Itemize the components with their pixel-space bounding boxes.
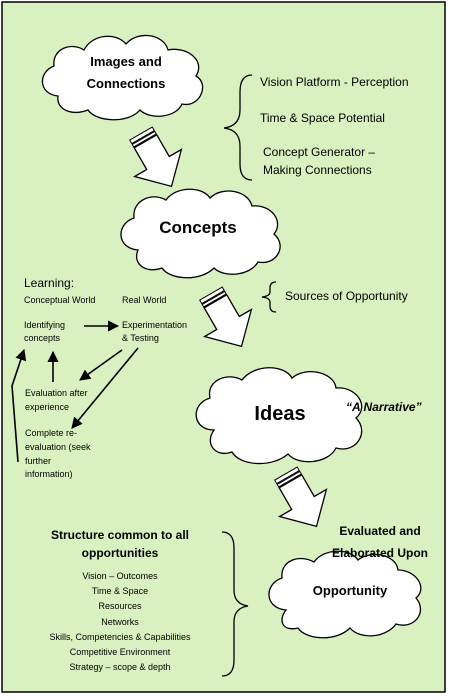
cloud-images-line2: Connections (86, 75, 166, 91)
structure-title: Structure common to all opportunities (30, 528, 210, 561)
top-item-concept-generator: Concept Generator – (263, 145, 376, 159)
experimentation-line1: Experimentation (122, 320, 188, 330)
brace-top (223, 74, 253, 181)
cloud-concepts-label: Concepts (159, 218, 237, 237)
structure-item: Vision – Outcomes (82, 571, 158, 581)
arrow-complete-to-identify (11, 348, 27, 463)
experimentation-testing: Experimentation & Testing (122, 320, 187, 344)
cloud-ideas-label: Ideas (254, 403, 306, 425)
top-item-time-space: Time & Space Potential (260, 111, 385, 125)
evaluation-after-experience: Evaluation after experience (25, 388, 88, 413)
evaluated-line2: Elaborated Upon (331, 546, 428, 561)
structure-item: Skills, Competencies & Capabilities (49, 631, 191, 642)
identifying-line1: Identifying (24, 320, 66, 330)
arrow-experiment-to-evaluation (79, 349, 123, 381)
evaluated-line1: Evaluated and (339, 524, 421, 538)
identifying-line2: concepts (24, 332, 61, 343)
cloud-images-label: Images and Connections (70, 54, 182, 91)
learning-title: Learning: (24, 276, 75, 290)
structure-item: Strategy – scope & depth (69, 662, 171, 673)
structure-item: Networks (101, 616, 139, 627)
evaluation-line2: experience (25, 401, 70, 412)
complete-line4: information) (25, 469, 73, 480)
cloud-concepts (120, 188, 281, 279)
complete-reevaluation: Complete re- evaluation (seek further in… (25, 428, 91, 480)
arrow-experiment-to-complete (71, 347, 139, 429)
cloud-images-line1: Images and (90, 54, 162, 69)
experimentation-line2: & Testing (122, 332, 159, 343)
cloud-ideas (195, 367, 363, 465)
complete-line1: Complete re- (25, 428, 78, 438)
evaluation-line1: Evaluation after (25, 388, 88, 398)
cloud-opportunity (268, 550, 422, 639)
real-world: Real World (122, 295, 167, 305)
brace-sources (261, 281, 277, 313)
complete-line3: further (25, 455, 52, 466)
structure-title-line2: opportunities (81, 546, 159, 561)
complete-line2: evaluation (seek (25, 441, 91, 452)
identifying-concepts: Identifying concepts (24, 320, 65, 344)
evaluated-label: Evaluated and Elaborated Upon (320, 524, 440, 561)
cloud-opportunity-label: Opportunity (312, 583, 388, 598)
structure-item: Time & Space (91, 586, 149, 597)
structure-item: Resources (98, 601, 142, 612)
structure-item: Competitive Environment (69, 647, 171, 658)
structure-title-line1: Structure common to all (50, 528, 190, 542)
brace-structure (221, 531, 249, 677)
top-item-vision: Vision Platform - Perception (260, 75, 409, 89)
cloud-images (41, 34, 204, 121)
structure-list: Vision – Outcomes Time & Space Resources… (20, 569, 220, 675)
narrative-label: “A Narrative” (346, 400, 422, 414)
conceptual-world: Conceptual World (24, 295, 96, 305)
sources-of-opportunity: Sources of Opportunity (285, 289, 408, 303)
top-item-making-connections: Making Connections (263, 163, 372, 177)
